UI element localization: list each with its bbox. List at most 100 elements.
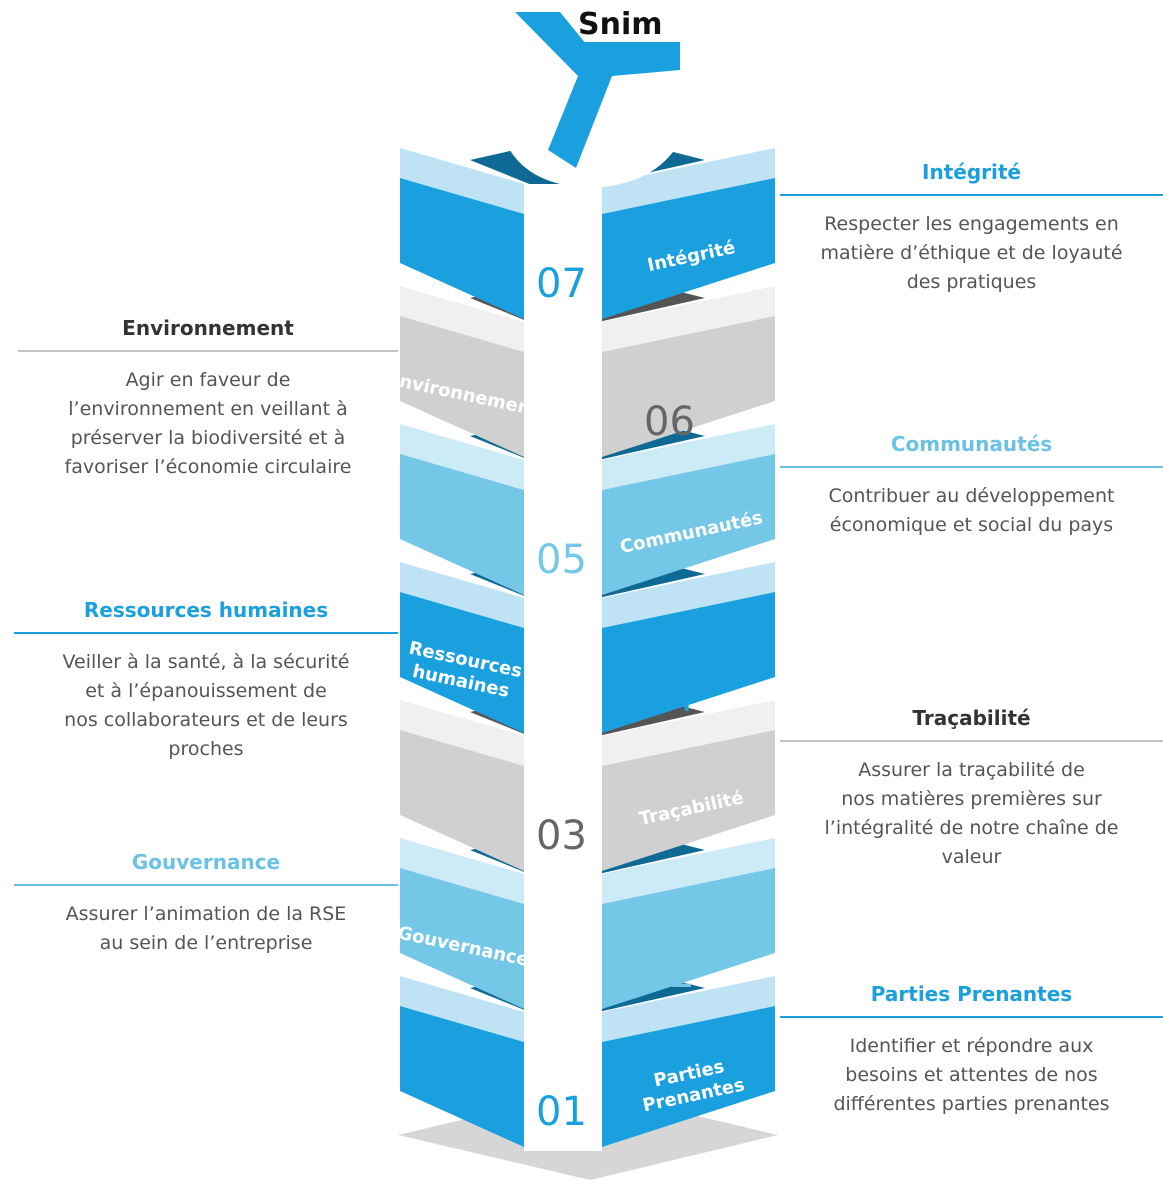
annotation-title: Traçabilité [912,706,1031,730]
annotation-line: Assurer l’animation de la RSE [65,903,347,925]
level-left-band [400,148,524,214]
annotation-line: des pratiques [906,271,1037,293]
level-left-face [400,868,524,1009]
annotation-line: proches [168,738,244,760]
annotation-gouvernance: Gouvernance Assurer l’animation de la RS… [14,850,398,958]
level-right-face [602,178,775,319]
level-left-face [400,316,524,457]
annotation-line: Respecter les engagements en [824,213,1119,235]
level-left-band [400,976,524,1042]
annotation-title: Ressources humaines [83,598,329,622]
annotation-line: l’environnement en veillant à [68,398,348,420]
annotation-rule [780,466,1163,468]
annotation-line: Agir en faveur de [125,369,291,391]
annotation-line: nos collaborateurs et de leurs [64,709,348,731]
logo-mark-right-icon [566,42,680,76]
logo-bowl [498,110,690,188]
logo-mark-bottom-icon [548,76,612,168]
level-right-face [602,316,775,457]
level-number: 01 [536,1089,587,1135]
logo-mark-left-icon [515,12,612,76]
annotation-line: Identifier et répondre aux [849,1035,1094,1057]
level-center-column [524,184,602,323]
level-left-band [400,562,524,628]
level-right-band [602,424,775,490]
annotation-text: Respecter les engagements en matière d’é… [780,210,1163,297]
level-right-face [602,730,775,871]
annotation-line: valeur [941,846,1002,868]
level-left-band [400,424,524,490]
level-right-face [602,454,775,595]
level-right-band [602,976,775,1042]
level-left-band [400,838,524,904]
annotation-line: économique et social du pays [829,514,1114,536]
annotation-line: Contribuer au développement [828,485,1115,507]
annotation-line: préserver la biodiversité et à [70,427,346,449]
snim-logo: Snim [515,7,680,168]
annotation-text: Agir en faveur de l’environnement en vei… [18,366,398,482]
annotation-environnement: Environnement Agir en faveur de l’enviro… [18,316,398,482]
level-number: 05 [536,537,587,583]
annotation-line: et à l’épanouissement de [85,680,327,702]
level-right-face [602,868,775,1009]
annotation-line: Veiller à la santé, à la sécurité [62,651,350,673]
annotation-ressources: Ressources humaines Veiller à la santé, … [14,598,398,764]
annotation-line: l’intégralité de notre chaîne de [824,817,1119,839]
level-center-column [524,736,602,875]
annotation-line: nos matières premières sur [841,788,1102,810]
annotation-line: au sein de l’entreprise [99,932,313,954]
level-left-face [400,178,524,319]
level-left-face [400,730,524,871]
level-number: 02 [644,951,695,997]
annotation-rule [14,884,398,886]
annotation-text: Identifier et répondre aux besoins et at… [780,1032,1163,1119]
annotation-line: favoriser l’économie circulaire [64,456,352,478]
level-left-face [400,1006,524,1147]
level-right-band [602,286,775,352]
logo-wordmark: Snim [578,7,663,42]
annotation-title: Intégrité [922,160,1021,184]
level-right-face [602,1006,775,1147]
level-right-band [602,838,775,904]
level-left-face [400,592,524,733]
level-center-column [524,874,602,1013]
annotation-tracabilite: Traçabilité Assurer la traçabilité de no… [780,706,1163,872]
annotation-text: Assurer la traçabilité de nos matières p… [780,756,1163,872]
annotation-integrite: Intégrité Respecter les engagements en m… [780,160,1163,297]
annotation-line: différentes parties prenantes [833,1093,1110,1115]
annotation-line: besoins et attentes de nos [845,1064,1098,1086]
annotation-rule [780,194,1163,196]
level-number: 04 [644,675,695,721]
level-number: 03 [536,813,587,859]
annotation-line: Assurer la traçabilité de [858,759,1085,781]
level-right-band [602,562,775,628]
level-left-face [400,454,524,595]
annotation-parties: Parties Prenantes Identifier et répondre… [780,982,1163,1119]
annotation-title: Parties Prenantes [870,982,1073,1006]
annotation-text: Contribuer au développement économique e… [780,482,1163,540]
level-center-column [524,322,602,461]
annotation-text: Veiller à la santé, à la sécurité et à l… [14,648,398,764]
annotation-rule [14,632,398,634]
level-right-band [602,700,775,766]
level-left-band [400,700,524,766]
annotation-title: Gouvernance [131,850,281,874]
level-right-face [602,592,775,733]
annotation-text: Assurer l’animation de la RSE au sein de… [14,900,398,958]
annotation-rule [780,1016,1163,1018]
level-center-column [524,598,602,737]
annotation-title: Environnement [122,316,294,340]
annotation-rule [780,740,1163,742]
tower-stack: 01PartiesPrenantes02Gouvernance03Traçabi… [385,132,775,1151]
annotation-title: Communautés [890,432,1053,456]
level-center-column [524,460,602,599]
annotation-rule [18,350,398,352]
level-right-band [602,148,775,214]
level-left-band [400,286,524,352]
level-number: 07 [536,261,587,307]
level-number: 06 [644,399,695,445]
annotation-line: matière d’éthique et de loyauté [820,242,1123,264]
annotation-communautes: Communautés Contribuer au développement … [780,432,1163,540]
level-center-column [524,1012,602,1151]
